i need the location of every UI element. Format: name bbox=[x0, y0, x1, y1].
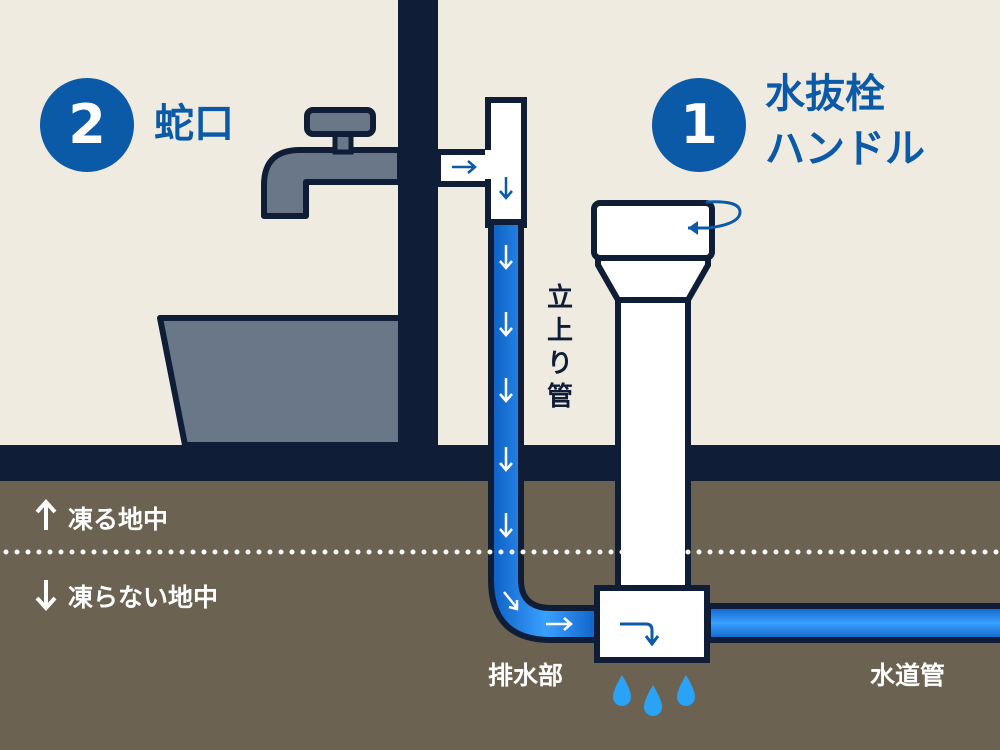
water-main-pipe bbox=[705, 603, 1000, 643]
sink-basin bbox=[157, 315, 408, 448]
riser-pipe-label-char: 管 bbox=[546, 382, 573, 412]
faucet bbox=[261, 107, 403, 219]
flow-arrow-icons bbox=[452, 160, 513, 200]
up-arrow-icon bbox=[35, 499, 57, 530]
wall-post bbox=[398, 0, 438, 450]
valve-handle bbox=[591, 200, 715, 261]
riser-pipe-label-char: 立 bbox=[546, 283, 573, 313]
frozen-zone-label: 凍る地中 bbox=[68, 505, 169, 534]
drain-label: 排水部 bbox=[488, 661, 564, 690]
faucet-title: 蛇口 bbox=[154, 101, 234, 147]
riser-pipe-label-text: 立上り管 bbox=[540, 282, 580, 414]
riser-pipe-label-char: 上 bbox=[546, 316, 573, 346]
rotate-arrow-icon bbox=[688, 200, 742, 235]
riser-pipe-empty-section bbox=[485, 97, 527, 228]
riser-pipe-label: 立上り管 bbox=[540, 282, 580, 414]
drain-chamber bbox=[594, 585, 710, 663]
drain-flow-arrow-icon bbox=[620, 622, 660, 647]
unfrozen-zone-label: 凍らない地中 bbox=[68, 583, 219, 612]
drain-valve bbox=[591, 200, 715, 663]
riser-pipe-label-char: り bbox=[546, 349, 573, 379]
handle-title-line1: 水抜栓 bbox=[765, 71, 885, 117]
water-droplet-icons bbox=[613, 675, 695, 716]
water-main-label: 水道管 bbox=[870, 661, 946, 690]
handle-number-badge: 1 bbox=[652, 78, 746, 172]
down-flow-arrow-icons bbox=[499, 245, 573, 631]
faucet-number-badge: 2 bbox=[40, 78, 134, 172]
handle-title-line2: ハンドル bbox=[765, 126, 925, 172]
riser-pipe-water-section bbox=[488, 219, 603, 643]
down-arrow-icon bbox=[35, 580, 57, 611]
